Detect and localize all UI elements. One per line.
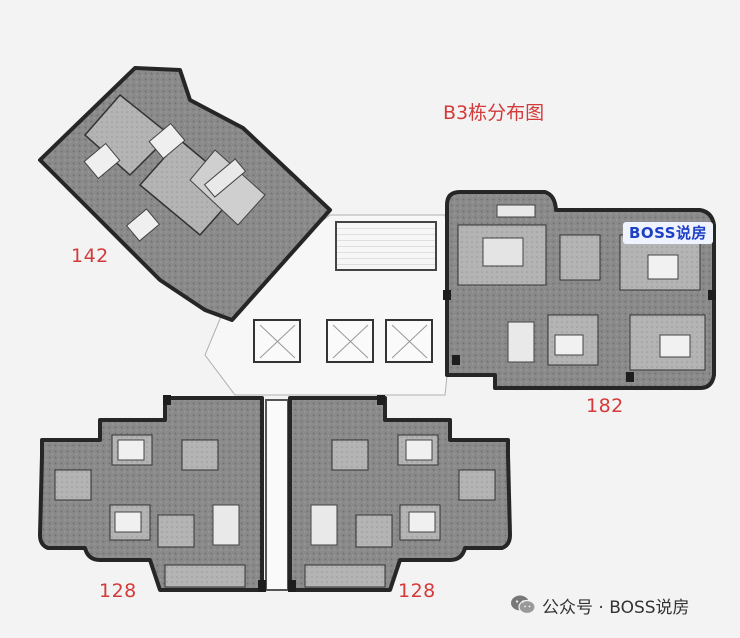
unit-142-plan — [38, 66, 332, 322]
boss-logo: BOSS说房 — [623, 222, 713, 244]
unit-label-182: 182 — [586, 395, 624, 417]
unit-label-128-right: 128 — [398, 580, 436, 602]
unit-128-right-plan — [288, 396, 512, 592]
unit-128-left-plan — [38, 396, 264, 592]
diagram-title: B3栋分布图 — [443, 102, 545, 124]
unit-label-128-left: 128 — [99, 580, 137, 602]
shaft — [265, 399, 289, 591]
watermark-text: 公众号 · BOSS说房 — [542, 597, 690, 618]
wechat-icon — [511, 595, 536, 615]
core-area — [204, 214, 456, 591]
stair-core — [335, 221, 437, 271]
watermark: 公众号 · BOSS说房 — [510, 592, 690, 618]
unit-label-142: 142 — [71, 245, 109, 267]
wall-posts — [163, 290, 716, 592]
